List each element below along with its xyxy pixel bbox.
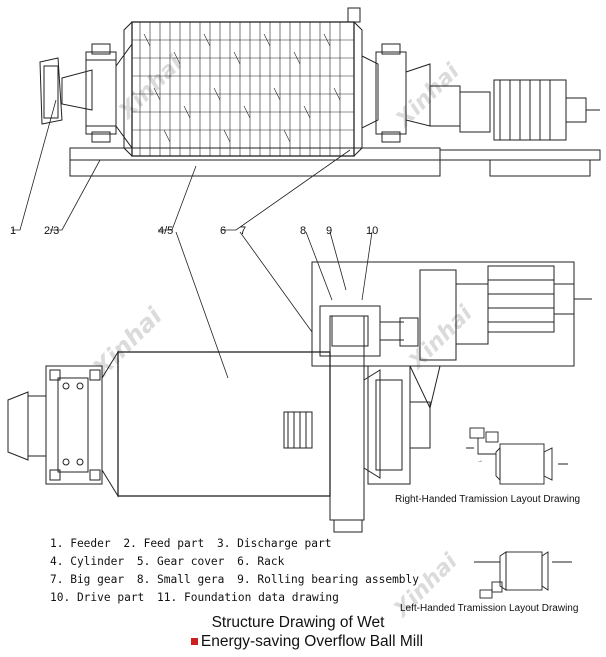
callout-7: 7 [240, 225, 246, 237]
right-handed-layout-drawing: → [466, 427, 568, 485]
red-square-marker-icon [190, 638, 198, 646]
cylinder-shell [131, 21, 355, 157]
small-gear-plan [319, 305, 381, 357]
callout-1: 1 [10, 225, 16, 237]
side-elevation-view [39, 7, 601, 177]
legend-item-drive-part: 10. Drive part [50, 591, 145, 604]
left-handed-layout-label: Left-Handed Tramission Layout Drawing [400, 603, 579, 614]
legend-row-3: 7. Big gear 8. Small gera 9. Rolling bea… [50, 571, 419, 589]
legend-item-discharge-part: 3. Discharge part [216, 537, 332, 550]
watermark-xinhai-4: Xinhai [403, 301, 478, 376]
right-layout-feed-mark: → [477, 458, 483, 464]
drawing-title-line-1: Structure Drawing of Wet [211, 614, 385, 631]
callout-9: 9 [326, 225, 332, 237]
callout-8: 8 [300, 225, 306, 237]
left-bearing-housing [85, 51, 117, 135]
legend-row-1: 1. Feeder 2. Feed part 3. Discharge part [50, 535, 410, 553]
callout-leader-lines [12, 99, 373, 379]
legend-item-small-gear: 8. Small gera [136, 573, 225, 586]
cylinder-plan [117, 351, 331, 497]
left-bearing-plan [45, 365, 103, 485]
callout-6: 6 [220, 225, 226, 237]
callout-10: 10 [366, 225, 378, 237]
feeder-shape [39, 57, 63, 125]
callout-numbers: 1 2/3 4/5 6 7 8 9 10 [10, 225, 378, 237]
callout-4-5: 4/5 [158, 225, 173, 237]
reducer-side [459, 91, 491, 133]
callout-2-3: 2/3 [44, 225, 59, 237]
watermark-xinhai-3: Xinhai [390, 59, 465, 134]
drive-frame [311, 261, 575, 367]
gear-cover-plan [329, 315, 365, 521]
left-handed-layout-drawing [474, 551, 572, 599]
plan-view [7, 261, 592, 533]
legend-row-4: 10. Drive part 11. Foundation data drawi… [50, 589, 410, 607]
legend-item-gear-cover: 5. Gear cover [136, 555, 225, 568]
right-bearing-plan [367, 365, 411, 485]
legend-item-foundation: 11. Foundation data drawing [157, 591, 339, 604]
legend-item-feed-part: 2. Feed part [123, 537, 205, 550]
legend-item-rack: 6. Rack [237, 555, 285, 568]
component-legend: 1. Feeder 2. Feed part 3. Discharge part… [50, 535, 419, 607]
drawing-title-line-2-text: Energy-saving Overflow Ball Mill [200, 633, 424, 650]
drawing-title-line-2: Energy-saving Overflow Ball Mill [4, 633, 606, 651]
legend-item-cylinder: 4. Cylinder [50, 555, 125, 568]
legend-item-big-gear: 7. Big gear [50, 573, 125, 586]
legend-row-2: 4. Cylinder 5. Gear cover 6. Rack [50, 553, 410, 571]
cylinder-liner-hatch [132, 22, 354, 156]
right-handed-layout-label: Right-Handed Tramission Layout Drawing [395, 494, 581, 505]
legend-item-feeder: 1. Feeder [50, 537, 111, 550]
watermark-xinhai-2: Xinhai [86, 302, 168, 384]
feeder-plan [7, 391, 29, 461]
legend-item-rolling-bearing: 9. Rolling bearing assembly [237, 573, 420, 586]
